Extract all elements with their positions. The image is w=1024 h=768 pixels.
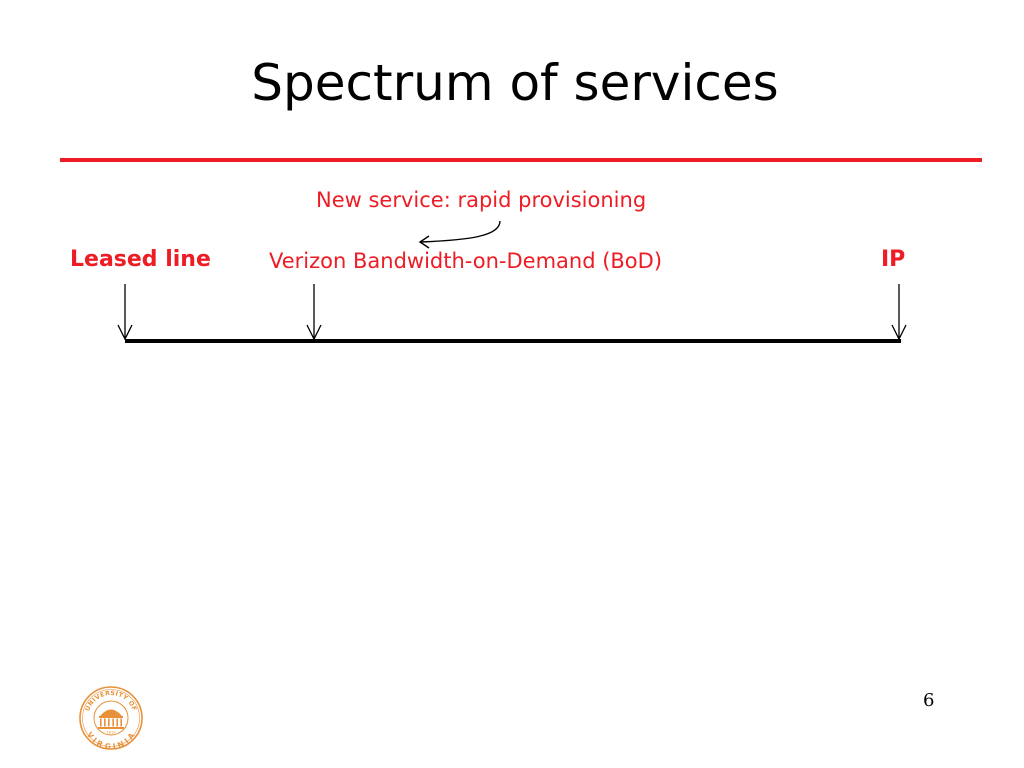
annotation-arrowhead	[418, 235, 430, 249]
bod-arrowhead	[306, 324, 322, 341]
page-number: 6	[923, 690, 935, 711]
ip-label: IP	[881, 247, 906, 272]
annotation-arrow	[420, 220, 501, 243]
leased-line-arrowhead	[117, 324, 133, 341]
ip-arrowhead	[891, 324, 907, 341]
university-seal-logo: UNIVERSITY OF VIRGINIA 1819	[79, 686, 143, 750]
svg-text:1819: 1819	[106, 731, 116, 735]
title-underline	[60, 158, 982, 162]
new-service-annotation: New service: rapid provisioning	[316, 188, 647, 212]
leased-line-label: Leased line	[70, 247, 211, 272]
bod-label: Verizon Bandwidth-on-Demand (BoD)	[269, 249, 663, 273]
slide-title: Spectrum of services	[251, 54, 779, 112]
